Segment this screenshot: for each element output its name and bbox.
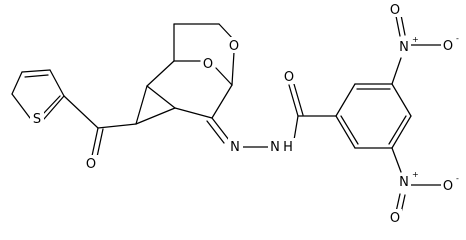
atom-oxygen-bridge: O bbox=[203, 57, 213, 72]
atom-hydrogen: H bbox=[283, 140, 293, 155]
bond bbox=[146, 60, 175, 87]
atom-nitrogen-nitro-top: N bbox=[399, 40, 409, 55]
bond bbox=[146, 85, 176, 109]
atom-nitrogen-nitro-bottom: N bbox=[399, 175, 409, 190]
benzene-ring bbox=[335, 83, 412, 149]
label-bg bbox=[268, 138, 296, 154]
bond bbox=[395, 15, 401, 37]
atom-oxygen-nitro-bottom-anion: O bbox=[443, 179, 453, 194]
atom-nitrogen-imine: N bbox=[230, 140, 240, 155]
hydrazone-chain bbox=[206, 83, 337, 148]
charge-plus: + bbox=[412, 170, 419, 179]
bicyclic-core bbox=[135, 23, 235, 125]
bond bbox=[391, 115, 412, 149]
label-bg bbox=[201, 55, 215, 71]
bond bbox=[335, 115, 356, 149]
label-bg bbox=[388, 209, 402, 224]
ketone-group bbox=[63, 95, 137, 158]
molecule-structure: S O O O N N H O N + O O - N + O O - bbox=[11, 1, 459, 224]
atom-oxygen-ketone: O bbox=[86, 157, 96, 172]
atom-sulfur: S bbox=[33, 112, 41, 127]
atom-oxygen-nitro-bottom-double: O bbox=[390, 211, 400, 224]
label-bg bbox=[282, 68, 296, 84]
atom-oxygen-nitro-top-anion: O bbox=[443, 39, 453, 54]
bond bbox=[11, 71, 23, 95]
bond bbox=[21, 69, 51, 73]
charge-minus: - bbox=[456, 174, 459, 183]
bond bbox=[206, 120, 225, 144]
atom-oxygen-amide: O bbox=[284, 70, 294, 85]
label-bg bbox=[397, 38, 411, 54]
bond bbox=[49, 69, 65, 97]
atom-oxygen-nitro-top-double: O bbox=[390, 3, 400, 18]
label-bg bbox=[397, 173, 411, 189]
bond bbox=[211, 84, 233, 119]
bond bbox=[11, 93, 31, 119]
bond bbox=[135, 85, 148, 125]
bond bbox=[135, 107, 176, 125]
label-bg bbox=[84, 155, 98, 171]
bond bbox=[24, 74, 49, 78]
bond bbox=[215, 67, 233, 86]
bond bbox=[288, 84, 299, 117]
charge-minus: - bbox=[456, 34, 459, 43]
bond bbox=[391, 147, 402, 173]
charge-plus: + bbox=[412, 35, 419, 44]
label-bg bbox=[228, 138, 243, 154]
bond bbox=[400, 14, 406, 36]
bond bbox=[388, 115, 407, 145]
bond bbox=[63, 95, 99, 129]
bond bbox=[43, 95, 65, 120]
bond bbox=[91, 127, 99, 157]
label-bg bbox=[227, 37, 241, 53]
molecule-canvas: S O O O N N H O N + O O - N + O O - bbox=[11, 1, 459, 224]
bond bbox=[391, 83, 412, 117]
nitro-group-top bbox=[391, 14, 442, 85]
atom-labels: S O O O N N H O N + O O - N + O O - bbox=[30, 1, 459, 224]
label-bg bbox=[441, 177, 455, 193]
bond bbox=[42, 95, 61, 115]
bond bbox=[391, 57, 402, 85]
label-bg bbox=[388, 1, 402, 17]
thiophene-ring bbox=[11, 69, 65, 120]
bond bbox=[174, 107, 213, 119]
bond bbox=[340, 115, 359, 145]
bond bbox=[96, 128, 104, 158]
bond bbox=[293, 83, 304, 116]
atom-nitrogen-hydrazide: N bbox=[270, 140, 280, 155]
label-bg bbox=[30, 110, 44, 126]
bond bbox=[335, 83, 356, 117]
bond bbox=[211, 117, 230, 141]
bond bbox=[231, 51, 235, 86]
label-bg bbox=[441, 37, 455, 53]
bond bbox=[293, 115, 299, 141]
bond bbox=[97, 123, 137, 129]
atom-oxygen-bridge: O bbox=[229, 39, 239, 54]
